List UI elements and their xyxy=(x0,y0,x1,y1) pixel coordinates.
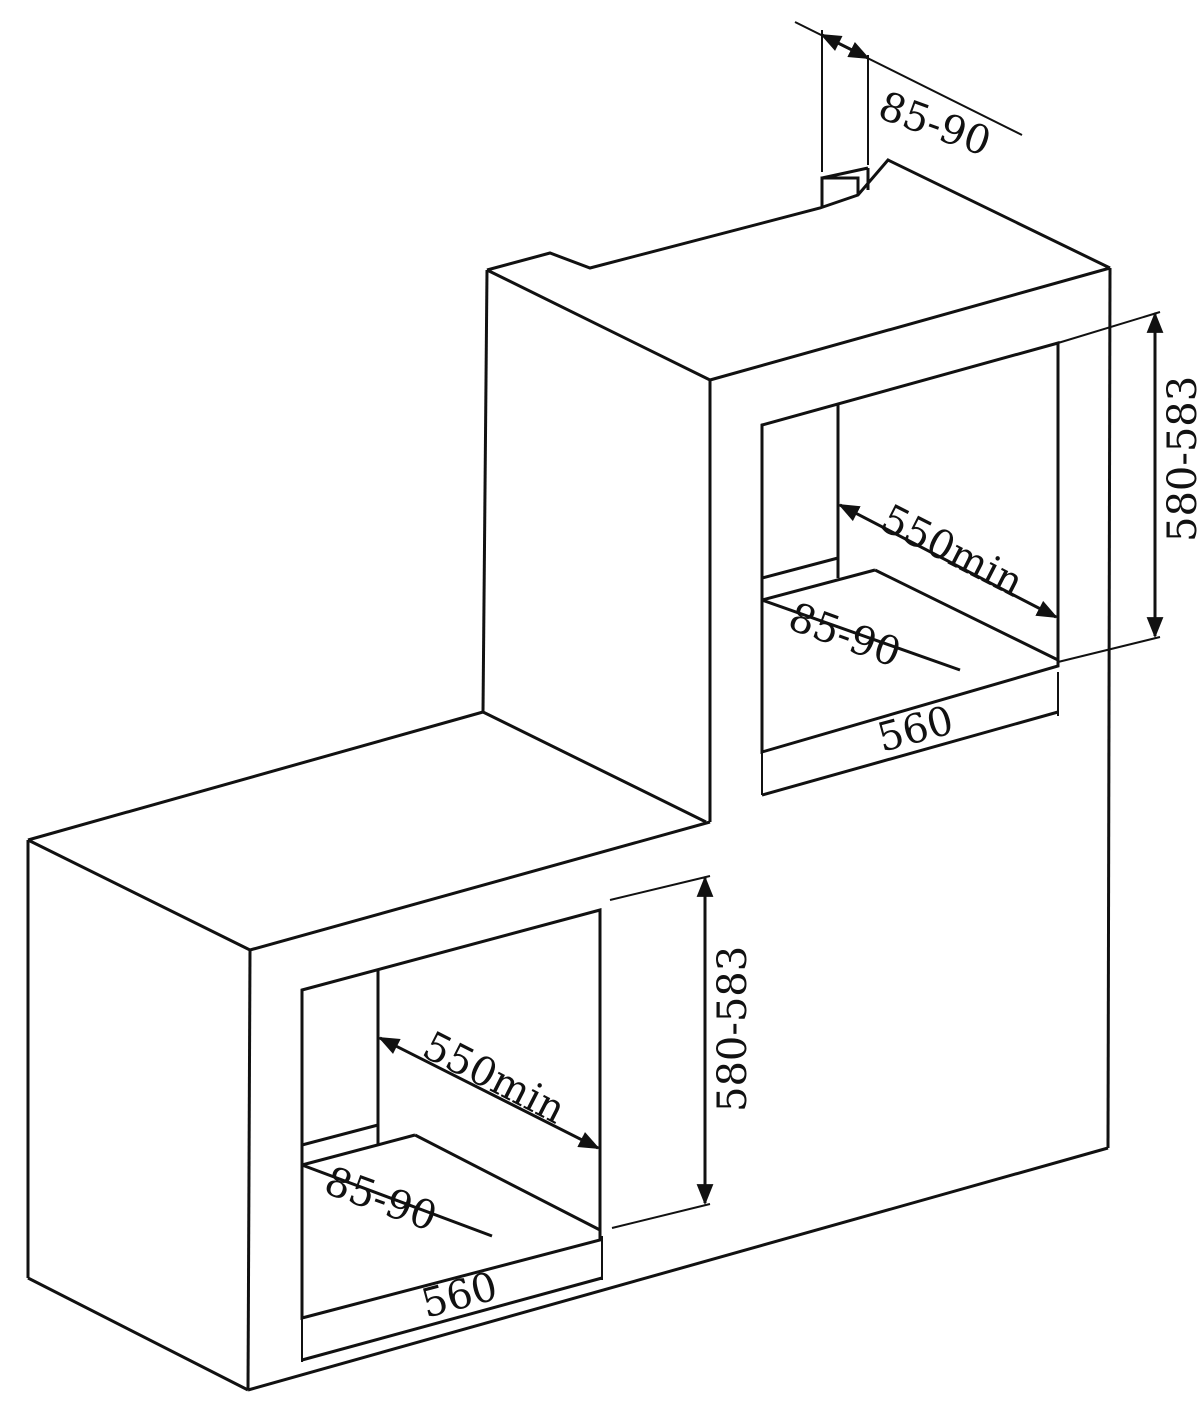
lower-top-front-edge xyxy=(249,820,711,952)
lower-side-bottom-edge xyxy=(27,1276,249,1392)
lower-depth-arrow xyxy=(378,1036,600,1150)
upper-width-label: 560 xyxy=(873,697,959,761)
upper-width-line xyxy=(761,710,1059,797)
lower-top-back-edge xyxy=(27,710,484,842)
lower-top-left-edge xyxy=(27,838,251,952)
lower-back-depth-line xyxy=(301,1163,493,1238)
upper-top-left-edge xyxy=(486,268,711,382)
lower-cabinet xyxy=(26,710,1109,1392)
lower-back-depth-label: 85-90 xyxy=(319,1158,443,1241)
upper-cabinet xyxy=(481,158,1112,1149)
lower-opening-frame xyxy=(300,908,602,1320)
lower-height-label: 580-583 xyxy=(710,946,756,1112)
upper-front-right-edge xyxy=(1106,267,1112,1149)
upper-top-front-edge xyxy=(709,266,1111,382)
upper-back-left-edge xyxy=(481,269,489,713)
upper-inner-floor-back xyxy=(761,556,839,580)
lower-front-bottom-edge xyxy=(247,1146,1109,1392)
upper-side-bottom-edge xyxy=(482,710,707,824)
upper-oven-opening: 550min 85-90 560 580-583 xyxy=(760,311,1200,797)
upper-height-label: 580-583 xyxy=(1160,376,1200,542)
lower-depth-label: 550min xyxy=(415,1023,572,1133)
upper-back-depth-line xyxy=(761,598,961,672)
top-notch xyxy=(820,166,870,208)
upper-opening-frame xyxy=(760,341,1060,754)
top-niche-depth-label: 85-90 xyxy=(873,83,997,166)
upper-back-depth-label: 85-90 xyxy=(783,594,907,677)
lower-width-line xyxy=(301,1276,603,1362)
upper-depth-label: 550min xyxy=(873,496,1030,606)
lower-oven-opening: 550min 85-90 560 580-583 xyxy=(300,875,756,1362)
top-niche-dimension: 85-90 xyxy=(794,21,1023,172)
upper-top-back-edge xyxy=(486,158,1111,272)
upper-depth-arrow xyxy=(838,503,1058,619)
lower-front-left-edge xyxy=(246,949,252,1391)
lower-width-label: 560 xyxy=(417,1263,503,1327)
